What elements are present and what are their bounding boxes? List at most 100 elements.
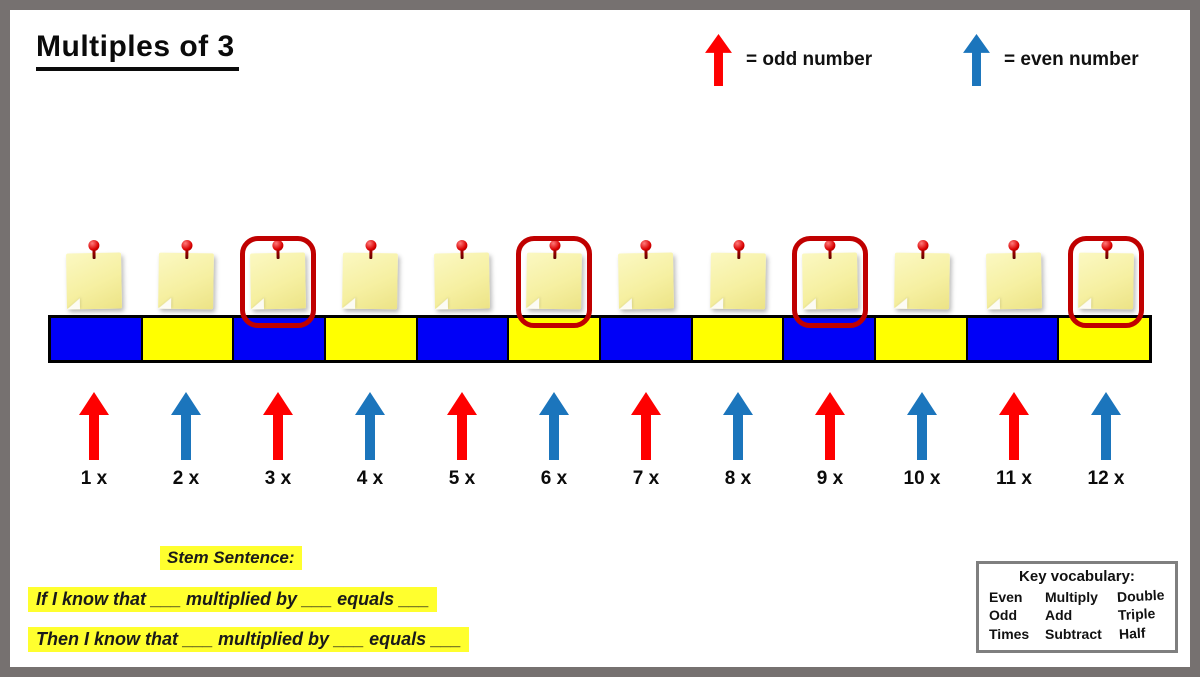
sticky-note-4[interactable] bbox=[342, 252, 398, 310]
notes-row bbox=[48, 236, 1152, 328]
note-slot-7 bbox=[600, 243, 692, 310]
up-arrow-even-icon bbox=[723, 392, 753, 460]
multiple-ring-6 bbox=[516, 236, 592, 328]
up-arrow-even-icon bbox=[355, 392, 385, 460]
arrow-slot-11 bbox=[968, 390, 1060, 460]
page-title: Multiples of 3 bbox=[36, 30, 239, 71]
track-cell-4 bbox=[324, 318, 416, 360]
pushpin-icon bbox=[364, 240, 376, 262]
note-slot-10 bbox=[876, 243, 968, 310]
multiplier-label-1: 1 x bbox=[80, 468, 108, 489]
vocab-word-times: Times bbox=[989, 625, 1030, 642]
stem-sentence-heading: Stem Sentence: bbox=[160, 546, 302, 570]
vocab-word-double: Double bbox=[1116, 586, 1165, 606]
multiple-ring-12 bbox=[1068, 236, 1144, 328]
sticky-note-5[interactable] bbox=[434, 252, 490, 310]
arrow-slot-6 bbox=[508, 390, 600, 460]
arrow-slot-9 bbox=[784, 390, 876, 460]
arrow-slot-2 bbox=[140, 390, 232, 460]
vocab-word-odd: Odd bbox=[989, 607, 1017, 624]
arrows-row bbox=[48, 390, 1152, 460]
arrow-slot-3 bbox=[232, 390, 324, 460]
multiplier-label-6: 6 x bbox=[540, 468, 568, 489]
vocab-word-half: Half bbox=[1118, 624, 1146, 642]
arrow-slot-7 bbox=[600, 390, 692, 460]
note-slot-11 bbox=[968, 243, 1060, 310]
note-slot-1 bbox=[48, 243, 140, 310]
vocab-word-multiply: Multiply bbox=[1044, 589, 1098, 605]
up-arrow-blue-icon bbox=[963, 34, 990, 86]
legend-even-label: = even number bbox=[1004, 49, 1139, 70]
note-slot-2 bbox=[140, 243, 232, 310]
pushpin-icon bbox=[87, 240, 99, 262]
track-cell-5 bbox=[415, 318, 508, 360]
sticky-note-2[interactable] bbox=[158, 252, 214, 310]
track-cell-2 bbox=[140, 318, 233, 360]
multiplier-label-2: 2 x bbox=[172, 468, 200, 489]
track-cell-7 bbox=[599, 318, 691, 360]
note-slot-5 bbox=[416, 243, 508, 310]
up-arrow-even-icon bbox=[539, 392, 569, 460]
multiple-ring-3 bbox=[240, 236, 316, 328]
arrow-slot-8 bbox=[692, 390, 784, 460]
sticky-note-1[interactable] bbox=[66, 252, 122, 310]
up-arrow-odd-icon bbox=[263, 392, 293, 460]
up-arrow-even-icon bbox=[171, 392, 201, 460]
multiplier-label-7: 7 x bbox=[632, 468, 660, 489]
up-arrow-odd-icon bbox=[631, 392, 661, 460]
note-slot-6 bbox=[508, 236, 600, 328]
up-arrow-odd-icon bbox=[815, 392, 845, 460]
vocab-word-subtract: Subtract bbox=[1044, 625, 1102, 642]
multiplier-label-3: 3 x bbox=[264, 468, 292, 489]
note-slot-9 bbox=[784, 236, 876, 328]
track-cell-10 bbox=[874, 318, 966, 360]
arrow-slot-12 bbox=[1060, 390, 1152, 460]
multiplier-label-4: 4 x bbox=[356, 468, 384, 489]
multiplier-label-10: 10 x bbox=[903, 468, 941, 489]
stem-sentence-line-2: Then I know that ___ multiplied by ___ e… bbox=[28, 627, 470, 652]
up-arrow-even-icon bbox=[1091, 392, 1121, 460]
arrow-slot-1 bbox=[48, 390, 140, 460]
arrow-slot-4 bbox=[324, 390, 416, 460]
note-slot-4 bbox=[324, 243, 416, 310]
legend-odd-label: = odd number bbox=[746, 49, 873, 70]
key-vocabulary-title: Key vocabulary: bbox=[1019, 568, 1135, 585]
arrow-slot-10 bbox=[876, 390, 968, 460]
up-arrow-odd-icon bbox=[79, 392, 109, 460]
multiplier-label-5: 5 x bbox=[448, 468, 476, 489]
pushpin-icon bbox=[1007, 240, 1019, 262]
sticky-note-8[interactable] bbox=[710, 252, 766, 310]
pushpin-icon bbox=[180, 240, 192, 262]
legend-odd: = odd number bbox=[705, 34, 872, 86]
multiplier-label-12: 12 x bbox=[1087, 468, 1125, 489]
pushpin-icon bbox=[916, 240, 928, 262]
note-slot-3 bbox=[232, 236, 324, 328]
sticky-note-11[interactable] bbox=[986, 252, 1042, 310]
vocab-word-add: Add bbox=[1044, 607, 1073, 624]
track-cell-11 bbox=[965, 318, 1058, 360]
labels-row: 1 x 2 x 3 x 4 x 5 x 6 x 7 x 8 x 9 x 10 x 11 x 12 x bbox=[48, 468, 1152, 494]
number-track bbox=[48, 315, 1152, 363]
track-cell-1 bbox=[51, 318, 141, 360]
multiple-ring-9 bbox=[792, 236, 868, 328]
multiplier-label-11: 11 x bbox=[996, 468, 1032, 489]
note-slot-12 bbox=[1060, 236, 1152, 328]
vocab-word-triple: Triple bbox=[1117, 605, 1156, 624]
vocab-word-even: Even bbox=[989, 589, 1023, 605]
sticky-note-10[interactable] bbox=[894, 252, 950, 310]
track-cell-8 bbox=[690, 318, 783, 360]
stem-sentence-line-1: If I know that ___ multiplied by ___ equ… bbox=[28, 587, 438, 612]
legend-even: = even number bbox=[963, 34, 1139, 86]
up-arrow-even-icon bbox=[907, 392, 937, 460]
pushpin-icon bbox=[455, 240, 467, 262]
multiplier-label-8: 8 x bbox=[724, 468, 752, 489]
multiplier-label-9: 9 x bbox=[816, 468, 844, 489]
sticky-note-7[interactable] bbox=[618, 252, 674, 310]
arrow-slot-5 bbox=[416, 390, 508, 460]
pushpin-icon bbox=[732, 240, 744, 262]
